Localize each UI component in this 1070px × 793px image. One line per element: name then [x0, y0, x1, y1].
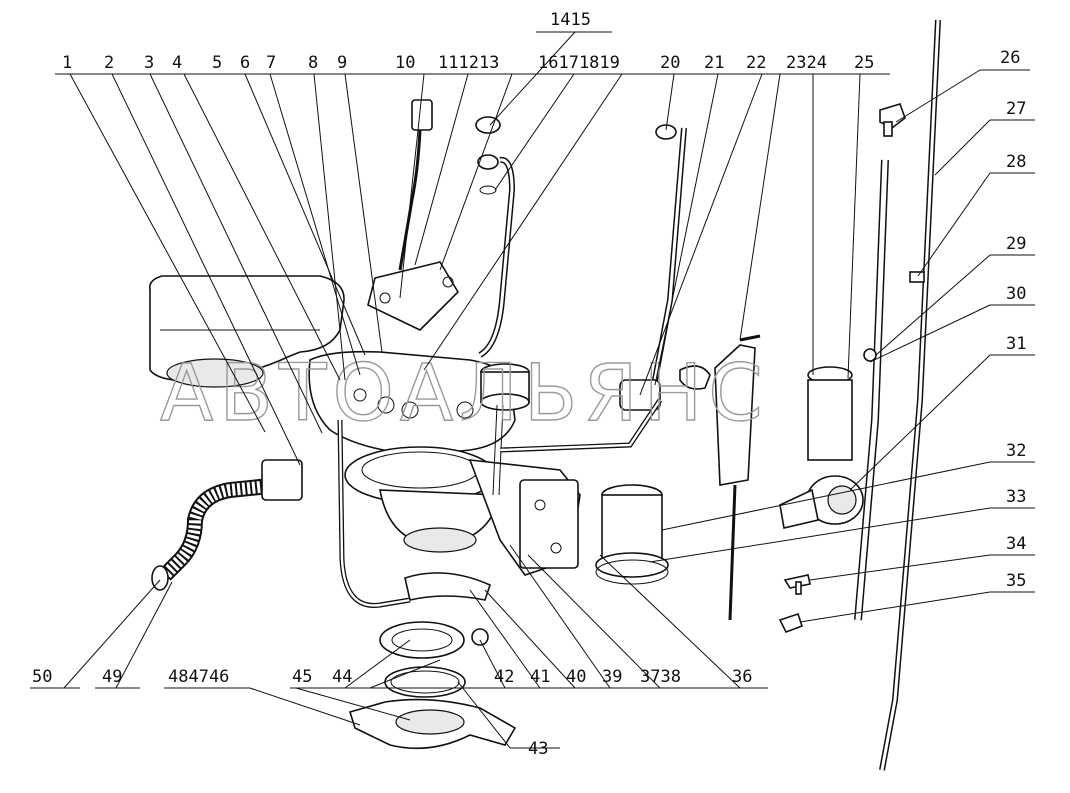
callout-3: 3	[144, 53, 154, 73]
callout-34: 34	[1006, 534, 1026, 554]
callout-5: 5	[212, 53, 222, 73]
callout-29: 29	[1006, 234, 1026, 254]
callout-9: 9	[337, 53, 347, 73]
leader-lines	[30, 31, 1035, 749]
callout-35: 35	[1006, 571, 1026, 591]
callout-30: 30	[1006, 284, 1026, 304]
callout-44: 44	[332, 667, 352, 687]
parts-drawing	[148, 19, 941, 771]
hose-assembly	[679, 334, 761, 621]
callout-484746: 484746	[168, 667, 229, 687]
long-rods	[854, 19, 941, 771]
oil-return-pipe	[499, 124, 687, 453]
callout-40: 40	[566, 667, 586, 687]
callout-25: 25	[854, 53, 874, 73]
watermark-text: АВТОАЛЬЯНС	[160, 349, 769, 439]
callout-16171819: 16171819	[538, 53, 620, 73]
small-fittings	[778, 103, 906, 634]
callout-4: 4	[172, 53, 182, 73]
callout-22: 22	[746, 53, 766, 73]
callout-41: 41	[530, 667, 550, 687]
callout-36: 36	[732, 667, 752, 687]
callout-32: 32	[1006, 441, 1026, 461]
clamps-and-gaskets	[348, 572, 517, 750]
callout-labels: 1 2 3 4 5 6 7 8 9 10 111213 1415 1617181…	[32, 10, 1026, 759]
callout-8: 8	[308, 53, 318, 73]
callout-45: 45	[292, 667, 312, 687]
callout-27: 27	[1006, 99, 1026, 119]
corrugated-hose	[151, 459, 303, 591]
wastegate-actuator	[480, 363, 530, 496]
callout-6: 6	[240, 53, 250, 73]
callout-26: 26	[1000, 48, 1020, 68]
callout-3738: 3738	[640, 667, 681, 687]
callout-31: 31	[1006, 334, 1026, 354]
callout-10: 10	[395, 53, 415, 73]
callout-43: 43	[528, 739, 548, 759]
callout-20: 20	[660, 53, 680, 73]
callout-1: 1	[62, 53, 72, 73]
turbocharger	[308, 350, 581, 576]
callout-39: 39	[602, 667, 622, 687]
drain-pipe	[337, 419, 411, 608]
callout-7: 7	[266, 53, 276, 73]
callout-2324: 2324	[786, 53, 827, 73]
callout-42: 42	[494, 667, 514, 687]
callout-21: 21	[704, 53, 724, 73]
coolant-connector	[779, 366, 864, 529]
top-callout-bars	[55, 31, 890, 75]
callout-33: 33	[1006, 487, 1026, 507]
callout-111213: 111213	[438, 53, 499, 73]
callout-1415: 1415	[550, 10, 591, 30]
oil-filter	[595, 484, 669, 585]
oil-feed-pipe	[475, 116, 516, 358]
sensor-with-harness	[367, 99, 460, 331]
callout-2: 2	[104, 53, 114, 73]
callout-28: 28	[1006, 152, 1026, 172]
air-intake-housing	[148, 275, 345, 388]
callout-49: 49	[102, 667, 122, 687]
callout-50: 50	[32, 667, 52, 687]
